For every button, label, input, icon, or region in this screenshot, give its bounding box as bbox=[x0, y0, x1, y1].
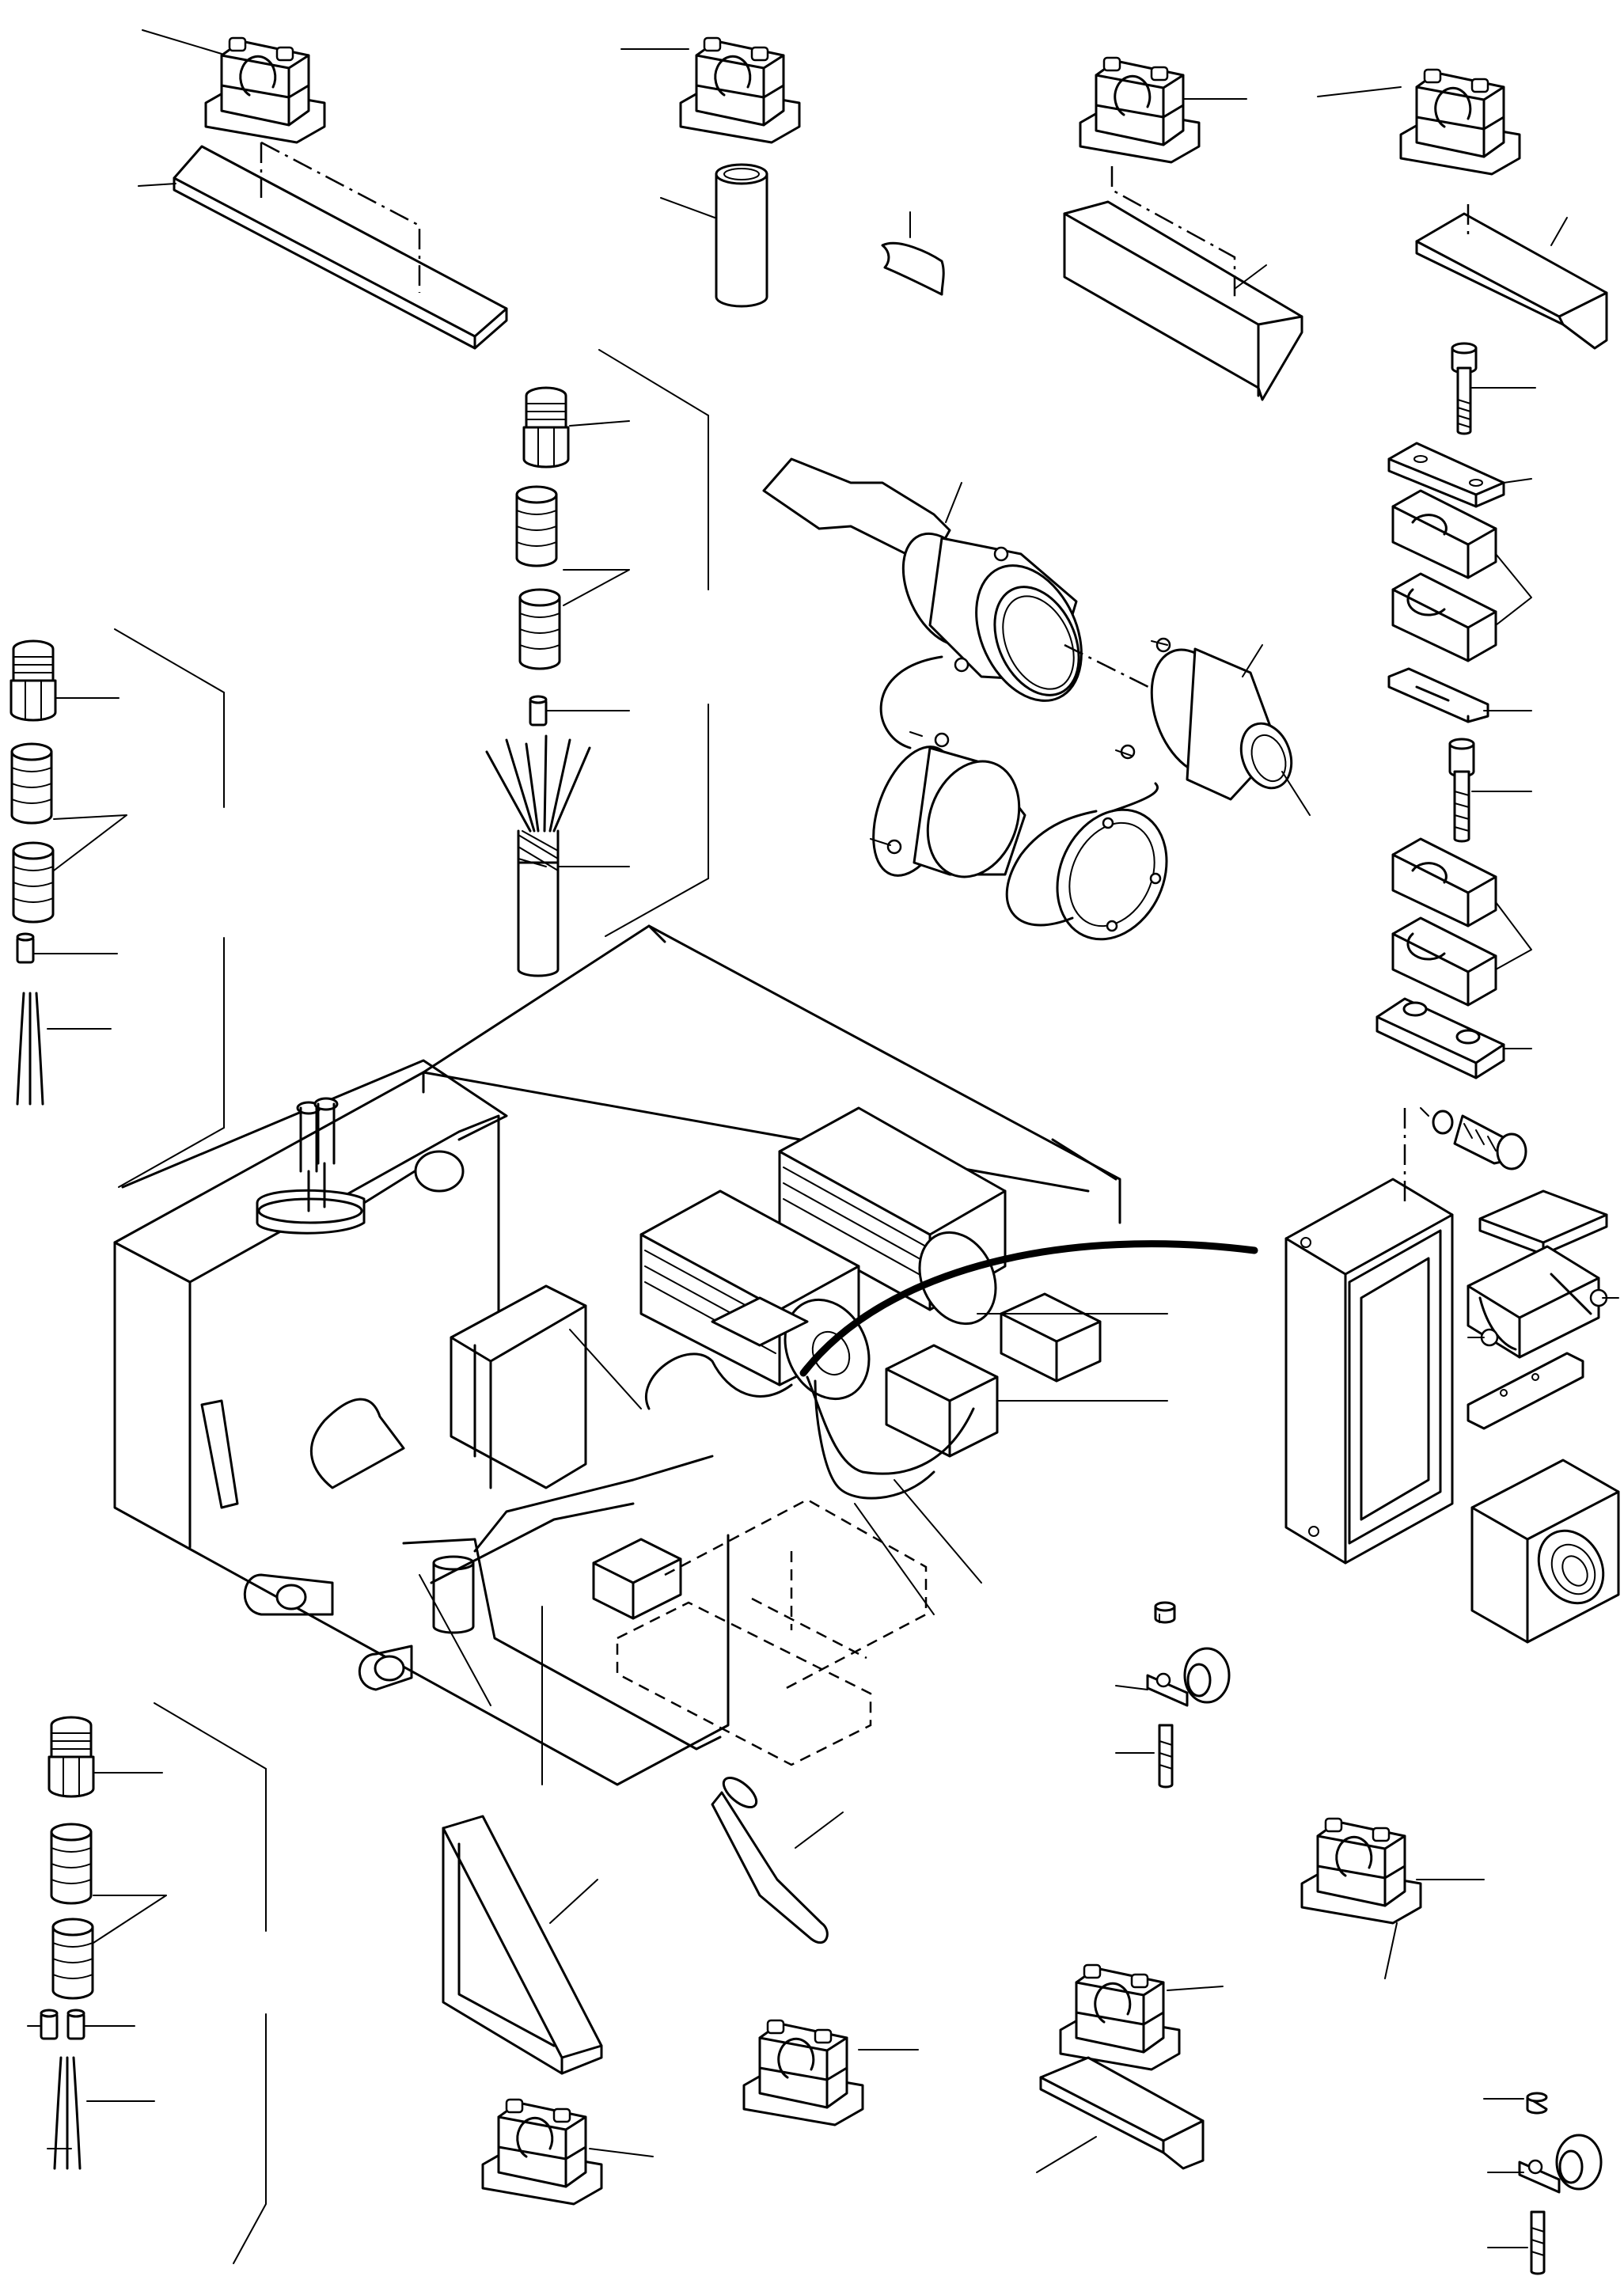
cable-gland-left-2 bbox=[27, 1716, 167, 2170]
pipe-clamp-top-4 bbox=[1317, 68, 1521, 176]
clamp-halves-right-2 bbox=[1391, 837, 1532, 1007]
cover-plate-right bbox=[1387, 667, 1532, 723]
multicore-cable bbox=[485, 734, 630, 977]
main-frame bbox=[113, 924, 1121, 1786]
pipe-clamp-bottom-1 bbox=[481, 2098, 654, 2206]
clamp-halves-right-1 bbox=[1391, 489, 1532, 662]
anti-vibration-mount bbox=[1467, 1245, 1619, 1359]
mounting-bracket-strip bbox=[1467, 1352, 1584, 1430]
base-plate-right bbox=[1375, 997, 1532, 1079]
relay-boxes bbox=[885, 1292, 1102, 1458]
pipe-clamp-bottom-3 bbox=[1059, 1963, 1224, 2071]
cable-gland-center bbox=[515, 386, 630, 726]
transformer-upper bbox=[778, 1106, 1007, 1326]
pipe-clamp-top-3 bbox=[1079, 56, 1247, 164]
angle-bracket-top-4 bbox=[1415, 204, 1608, 350]
cable-entry-block bbox=[1470, 1459, 1620, 1644]
plate-right-1 bbox=[1387, 442, 1532, 508]
callout-frame-left-2 bbox=[154, 1702, 267, 2264]
hex-bolt-right-1 bbox=[1451, 342, 1536, 435]
pipe-clamp-bottom-2 bbox=[742, 2019, 919, 2126]
angle-bracket-top-3 bbox=[1063, 166, 1303, 401]
hydraulic-tank bbox=[256, 1097, 465, 1235]
junction-box bbox=[1284, 1108, 1454, 1565]
wiring-harness bbox=[430, 1240, 1258, 1584]
pipe-clamp-top-2 bbox=[620, 36, 801, 144]
callout-frame-center bbox=[598, 349, 709, 937]
angle-bracket-bottom bbox=[1036, 2056, 1205, 2173]
callout-frame-left-1 bbox=[114, 628, 225, 1188]
mounting-plate-top-1 bbox=[138, 141, 508, 350]
hidden-outlines bbox=[616, 1498, 928, 1766]
plug-connector-assembly bbox=[762, 457, 1168, 702]
frame-base-components bbox=[200, 1398, 722, 1751]
p-clip-center bbox=[1115, 1601, 1231, 1789]
p-clip-bottom-right bbox=[1483, 2092, 1603, 2275]
pipe-clamp-bottom-right bbox=[1300, 1817, 1485, 1979]
set-screw-right bbox=[1448, 738, 1532, 843]
bolt-washer bbox=[1420, 1107, 1527, 1170]
cable-tie-marker bbox=[881, 211, 945, 296]
pipe-clamp-top-1 bbox=[142, 29, 326, 144]
pipe-sleeve-top bbox=[660, 163, 768, 308]
triangle-bracket bbox=[442, 1815, 603, 2075]
pipe-sleeve-bottom bbox=[711, 1776, 844, 1944]
rubber-pad bbox=[1478, 1189, 1608, 1256]
callout-leaders-main bbox=[419, 1313, 1168, 1785]
socket-connector-assembly bbox=[1115, 637, 1311, 816]
cable-gland-left-1 bbox=[9, 639, 127, 1106]
connector-cap-right bbox=[1005, 782, 1168, 941]
switch-cabinet bbox=[450, 1284, 587, 1489]
connector-cap-left bbox=[870, 655, 1026, 878]
